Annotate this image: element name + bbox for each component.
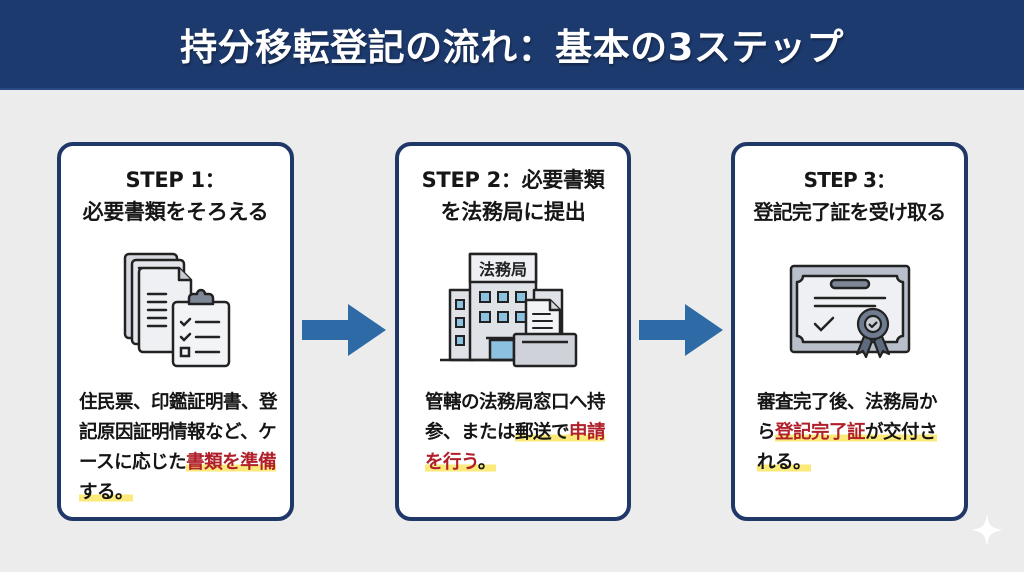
step-2-card: STEP 2：必要書類 を法務局に提出 法務局 — [395, 142, 631, 521]
step-3-title: STEP 3： 登記完了証を受け取る — [753, 168, 947, 224]
step-1-title: STEP 1： 必要書類をそろえる — [82, 168, 269, 224]
building-sign-label: 法務局 — [479, 260, 527, 279]
header-banner: 持分移転登記の流れ：基本の3ステップ — [0, 0, 1024, 90]
arrow-right-icon — [302, 304, 386, 356]
step-3-text: 審査完了後、法務局から — [757, 392, 938, 443]
step-1-description: 住民票、印鑑証明書、登記原因証明情報など、ケースに応じた書類を準備する。 — [79, 388, 280, 508]
certificate-icon — [735, 242, 964, 372]
documents-clipboard-icon — [61, 242, 290, 372]
sparkle-icon — [969, 512, 1005, 548]
step-3-emphasis: 登記完了証 — [775, 422, 866, 443]
step-2-text-highlight: 郵送で — [515, 422, 570, 443]
legal-affairs-bureau-building-icon: 法務局 — [399, 242, 627, 372]
step-1-text-end: する。 — [79, 482, 134, 503]
arrow-right-icon — [639, 304, 723, 356]
step-1-card: STEP 1： 必要書類をそろえる — [57, 142, 294, 521]
page-title: 持分移転登記の流れ：基本の3ステップ — [180, 26, 844, 69]
step-1-text: 住民票、印鑑証明書、登記原因証明情報など、ケースに応じた — [79, 392, 278, 473]
step-1-emphasis: 書類を準備 — [186, 452, 277, 473]
step-2-title: STEP 2：必要書類 を法務局に提出 — [421, 168, 605, 224]
step-2-description: 管轄の法務局窓口へ持参、または郵送で申請を行う。 — [425, 388, 617, 478]
step-3-card: STEP 3： 登記完了証を受け取る 審査完了後、法務局から登記完了証が交付され… — [731, 142, 968, 521]
step-2-text: 管轄の法務局窓口へ持参、または — [425, 392, 606, 443]
step-3-description: 審査完了後、法務局から登記完了証が交付される。 — [757, 388, 954, 478]
step-2-text-end: 。 — [477, 452, 496, 473]
